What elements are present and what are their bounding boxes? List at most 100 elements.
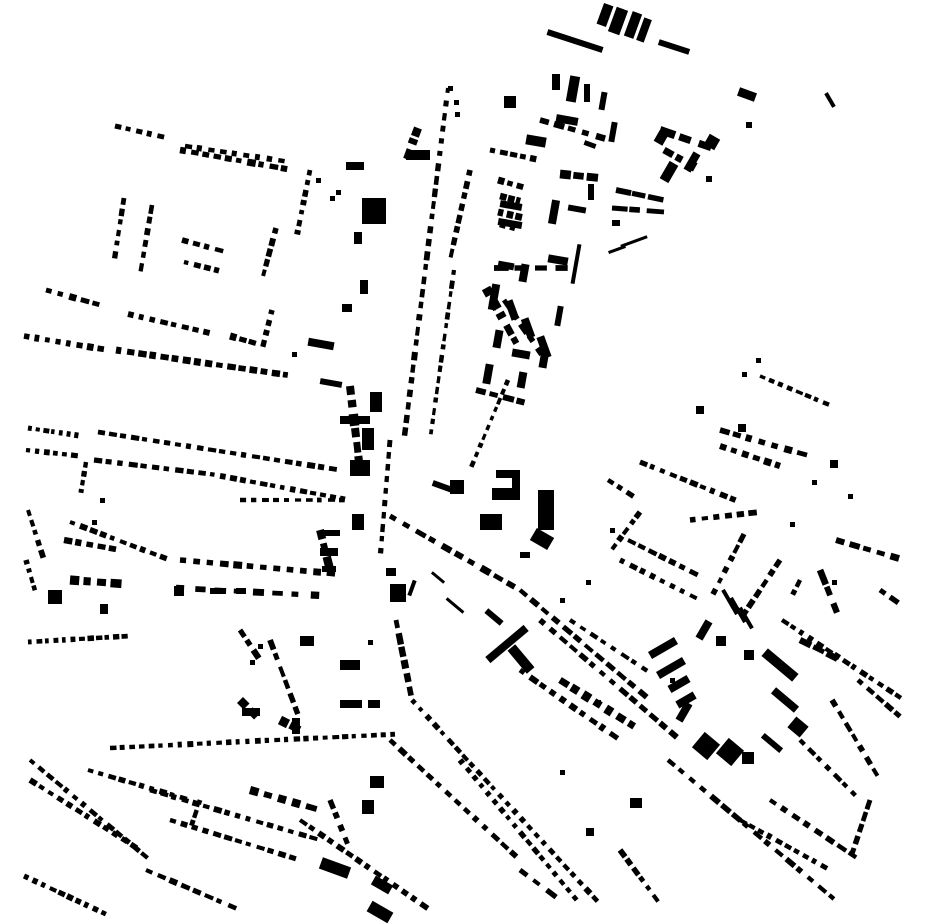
building-footprint	[23, 559, 30, 565]
building-footprint	[596, 700, 601, 705]
building-footprint	[464, 766, 473, 774]
building-footprint	[180, 882, 191, 891]
building-footprint	[508, 849, 519, 859]
building-footprint	[658, 126, 677, 140]
building-footprint	[599, 638, 607, 645]
building-footprint	[670, 678, 675, 683]
building-footprint	[50, 429, 55, 435]
building-footprint	[850, 663, 857, 671]
building-footprint	[93, 457, 103, 464]
building-footprint	[849, 847, 857, 856]
building-footprint	[351, 427, 361, 438]
building-footprint	[545, 862, 552, 870]
building-footprint	[462, 806, 471, 815]
building-footprint	[648, 637, 678, 659]
building-footprint	[595, 132, 606, 142]
building-footprint	[32, 529, 38, 536]
building-footprint	[26, 509, 32, 517]
building-footprint	[738, 606, 754, 630]
building-footprint	[466, 169, 473, 177]
building-footprint	[455, 112, 460, 117]
building-footprint	[640, 665, 649, 673]
building-footprint	[289, 485, 296, 493]
building-footprint	[790, 588, 798, 596]
building-footprint	[616, 670, 627, 682]
building-footprint	[434, 386, 440, 395]
building-footprint	[308, 834, 318, 842]
building-footprint	[40, 881, 47, 889]
building-footprint	[698, 785, 707, 794]
building-footprint	[615, 712, 627, 724]
building-footprint	[271, 369, 281, 378]
building-footprint	[409, 894, 418, 903]
building-footprint	[453, 550, 465, 561]
building-footprint	[129, 542, 138, 550]
building-footprint	[745, 598, 756, 610]
building-footprint	[659, 467, 666, 474]
building-footprint	[822, 400, 830, 407]
building-footprint	[282, 371, 289, 378]
building-footprint	[244, 815, 251, 822]
building-footprint	[219, 473, 227, 480]
building-footprint	[507, 644, 535, 674]
building-footprint	[88, 808, 99, 818]
building-footprint	[115, 346, 122, 355]
building-footprint	[193, 558, 201, 565]
building-footprint	[247, 338, 257, 346]
building-footprint	[326, 837, 335, 845]
building-footprint	[815, 640, 825, 650]
building-footprint	[505, 580, 517, 590]
building-footprint	[651, 893, 660, 903]
building-footprint	[871, 767, 880, 777]
building-footprint	[421, 276, 427, 285]
building-footprint	[849, 789, 857, 797]
building-footprint	[295, 460, 302, 467]
building-footprint	[538, 681, 548, 691]
building-footprint	[509, 151, 518, 158]
building-footprint	[44, 337, 51, 343]
building-footprint	[528, 596, 541, 608]
building-footprint	[580, 690, 593, 703]
building-footprint	[581, 129, 590, 137]
building-footprint	[865, 686, 876, 696]
building-footprint	[27, 425, 33, 432]
building-footprint	[730, 447, 738, 454]
building-footprint	[406, 686, 414, 697]
building-footprint	[567, 125, 577, 133]
building-footprint	[443, 100, 449, 107]
building-footprint	[309, 490, 317, 496]
building-footprint	[223, 809, 231, 817]
building-footprint	[589, 631, 599, 640]
building-footprint	[368, 640, 373, 645]
building-footprint	[250, 648, 262, 660]
building-footprint	[58, 429, 63, 436]
building-footprint	[463, 180, 471, 190]
building-footprint	[791, 812, 801, 822]
building-footprint	[584, 84, 590, 102]
building-footprint	[588, 716, 599, 726]
building-footprint	[74, 897, 82, 905]
building-footprint	[73, 432, 79, 439]
building-footprint	[434, 781, 443, 789]
building-footprint	[804, 392, 812, 400]
building-footprint	[675, 701, 693, 723]
building-footprint	[727, 554, 736, 563]
building-footprint	[360, 280, 368, 294]
building-footprint	[125, 126, 131, 132]
building-footprint	[214, 246, 224, 254]
building-footprint	[548, 626, 558, 636]
building-footprint	[319, 492, 327, 498]
building-footprint	[520, 552, 530, 558]
building-footprint	[296, 219, 303, 227]
building-footprint	[284, 458, 293, 465]
building-footprint	[437, 365, 443, 373]
building-footprint	[647, 194, 664, 203]
building-footprint	[638, 875, 646, 883]
building-footprint	[413, 339, 419, 346]
building-footprint	[860, 811, 869, 822]
building-footprint	[273, 565, 281, 572]
building-footprint	[342, 304, 352, 312]
building-footprint	[547, 254, 569, 266]
building-footprint	[678, 133, 692, 145]
